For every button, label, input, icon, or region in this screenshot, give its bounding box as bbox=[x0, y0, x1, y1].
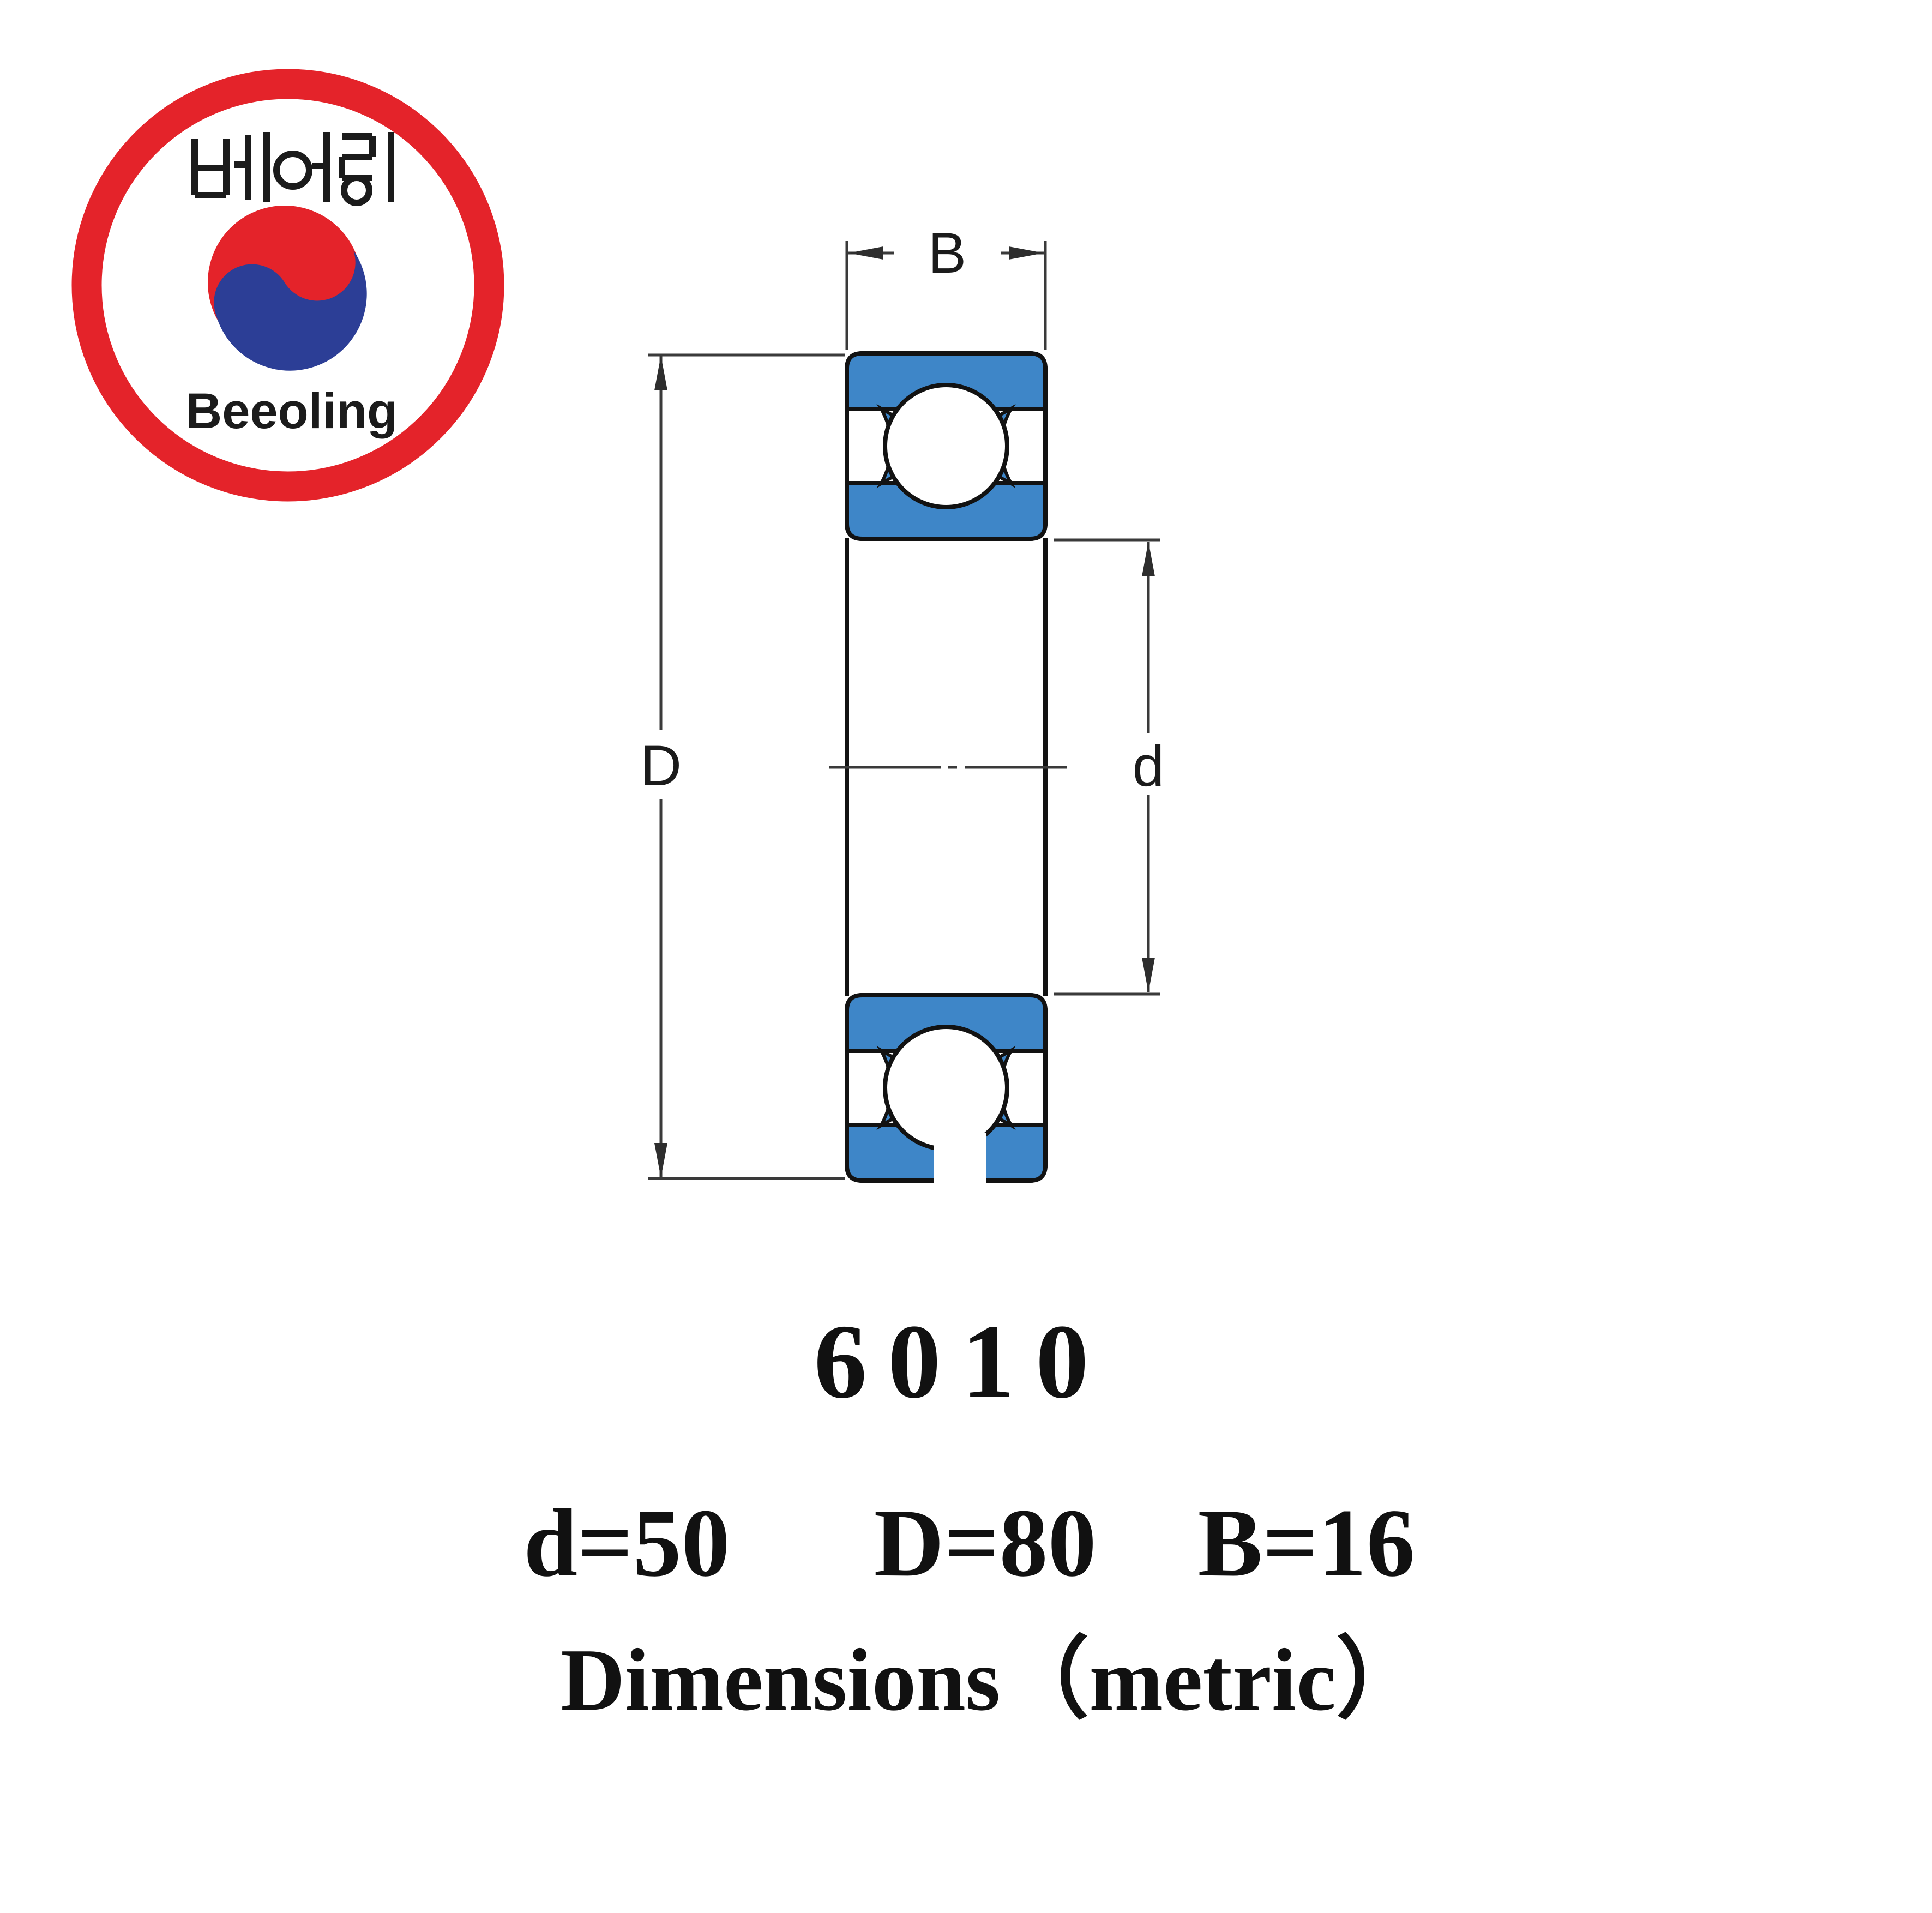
outer-diameter-value: D=80 bbox=[874, 1489, 1097, 1597]
bearing-bottom-section bbox=[845, 993, 1048, 1190]
label-d: d bbox=[1133, 735, 1164, 798]
top-ball bbox=[883, 383, 1009, 509]
part-number: 6010 bbox=[814, 1303, 1110, 1421]
arrow-up-icon bbox=[654, 356, 667, 390]
bottom-ball bbox=[883, 1025, 1009, 1151]
arrow-right-icon bbox=[1009, 246, 1044, 260]
arrow-down-icon bbox=[1142, 958, 1155, 992]
top-outer-ring bbox=[845, 351, 1048, 411]
logo-korean-text bbox=[191, 132, 394, 206]
width-value: B=16 bbox=[1197, 1489, 1415, 1597]
bearing-diagram: B D bbox=[640, 221, 1164, 1190]
bearing-top-section bbox=[845, 351, 1048, 541]
bottom-inner-ring bbox=[845, 993, 1048, 1053]
arrow-up-icon bbox=[1142, 542, 1155, 576]
label-D: D bbox=[640, 734, 682, 798]
dimension-B: B bbox=[845, 221, 1047, 350]
top-inner-ring bbox=[845, 481, 1048, 541]
dimension-D: D bbox=[640, 353, 845, 1180]
arrow-left-icon bbox=[848, 246, 883, 260]
taegeuk-icon bbox=[208, 206, 367, 371]
logo-ring bbox=[71, 69, 504, 502]
beeoling-logo: Beeoling bbox=[71, 69, 504, 502]
label-B: B bbox=[928, 221, 966, 285]
dimensions-note: Dimensions（metric） bbox=[561, 1631, 1425, 1729]
filling-slot-notch bbox=[934, 1133, 986, 1190]
arrow-down-icon bbox=[654, 1143, 667, 1178]
taegeuk-blue-half bbox=[214, 250, 367, 371]
bore-diameter-value: d=50 bbox=[523, 1489, 730, 1597]
dimension-d: d bbox=[1054, 538, 1164, 996]
logo-brand-name: Beeoling bbox=[186, 383, 398, 439]
